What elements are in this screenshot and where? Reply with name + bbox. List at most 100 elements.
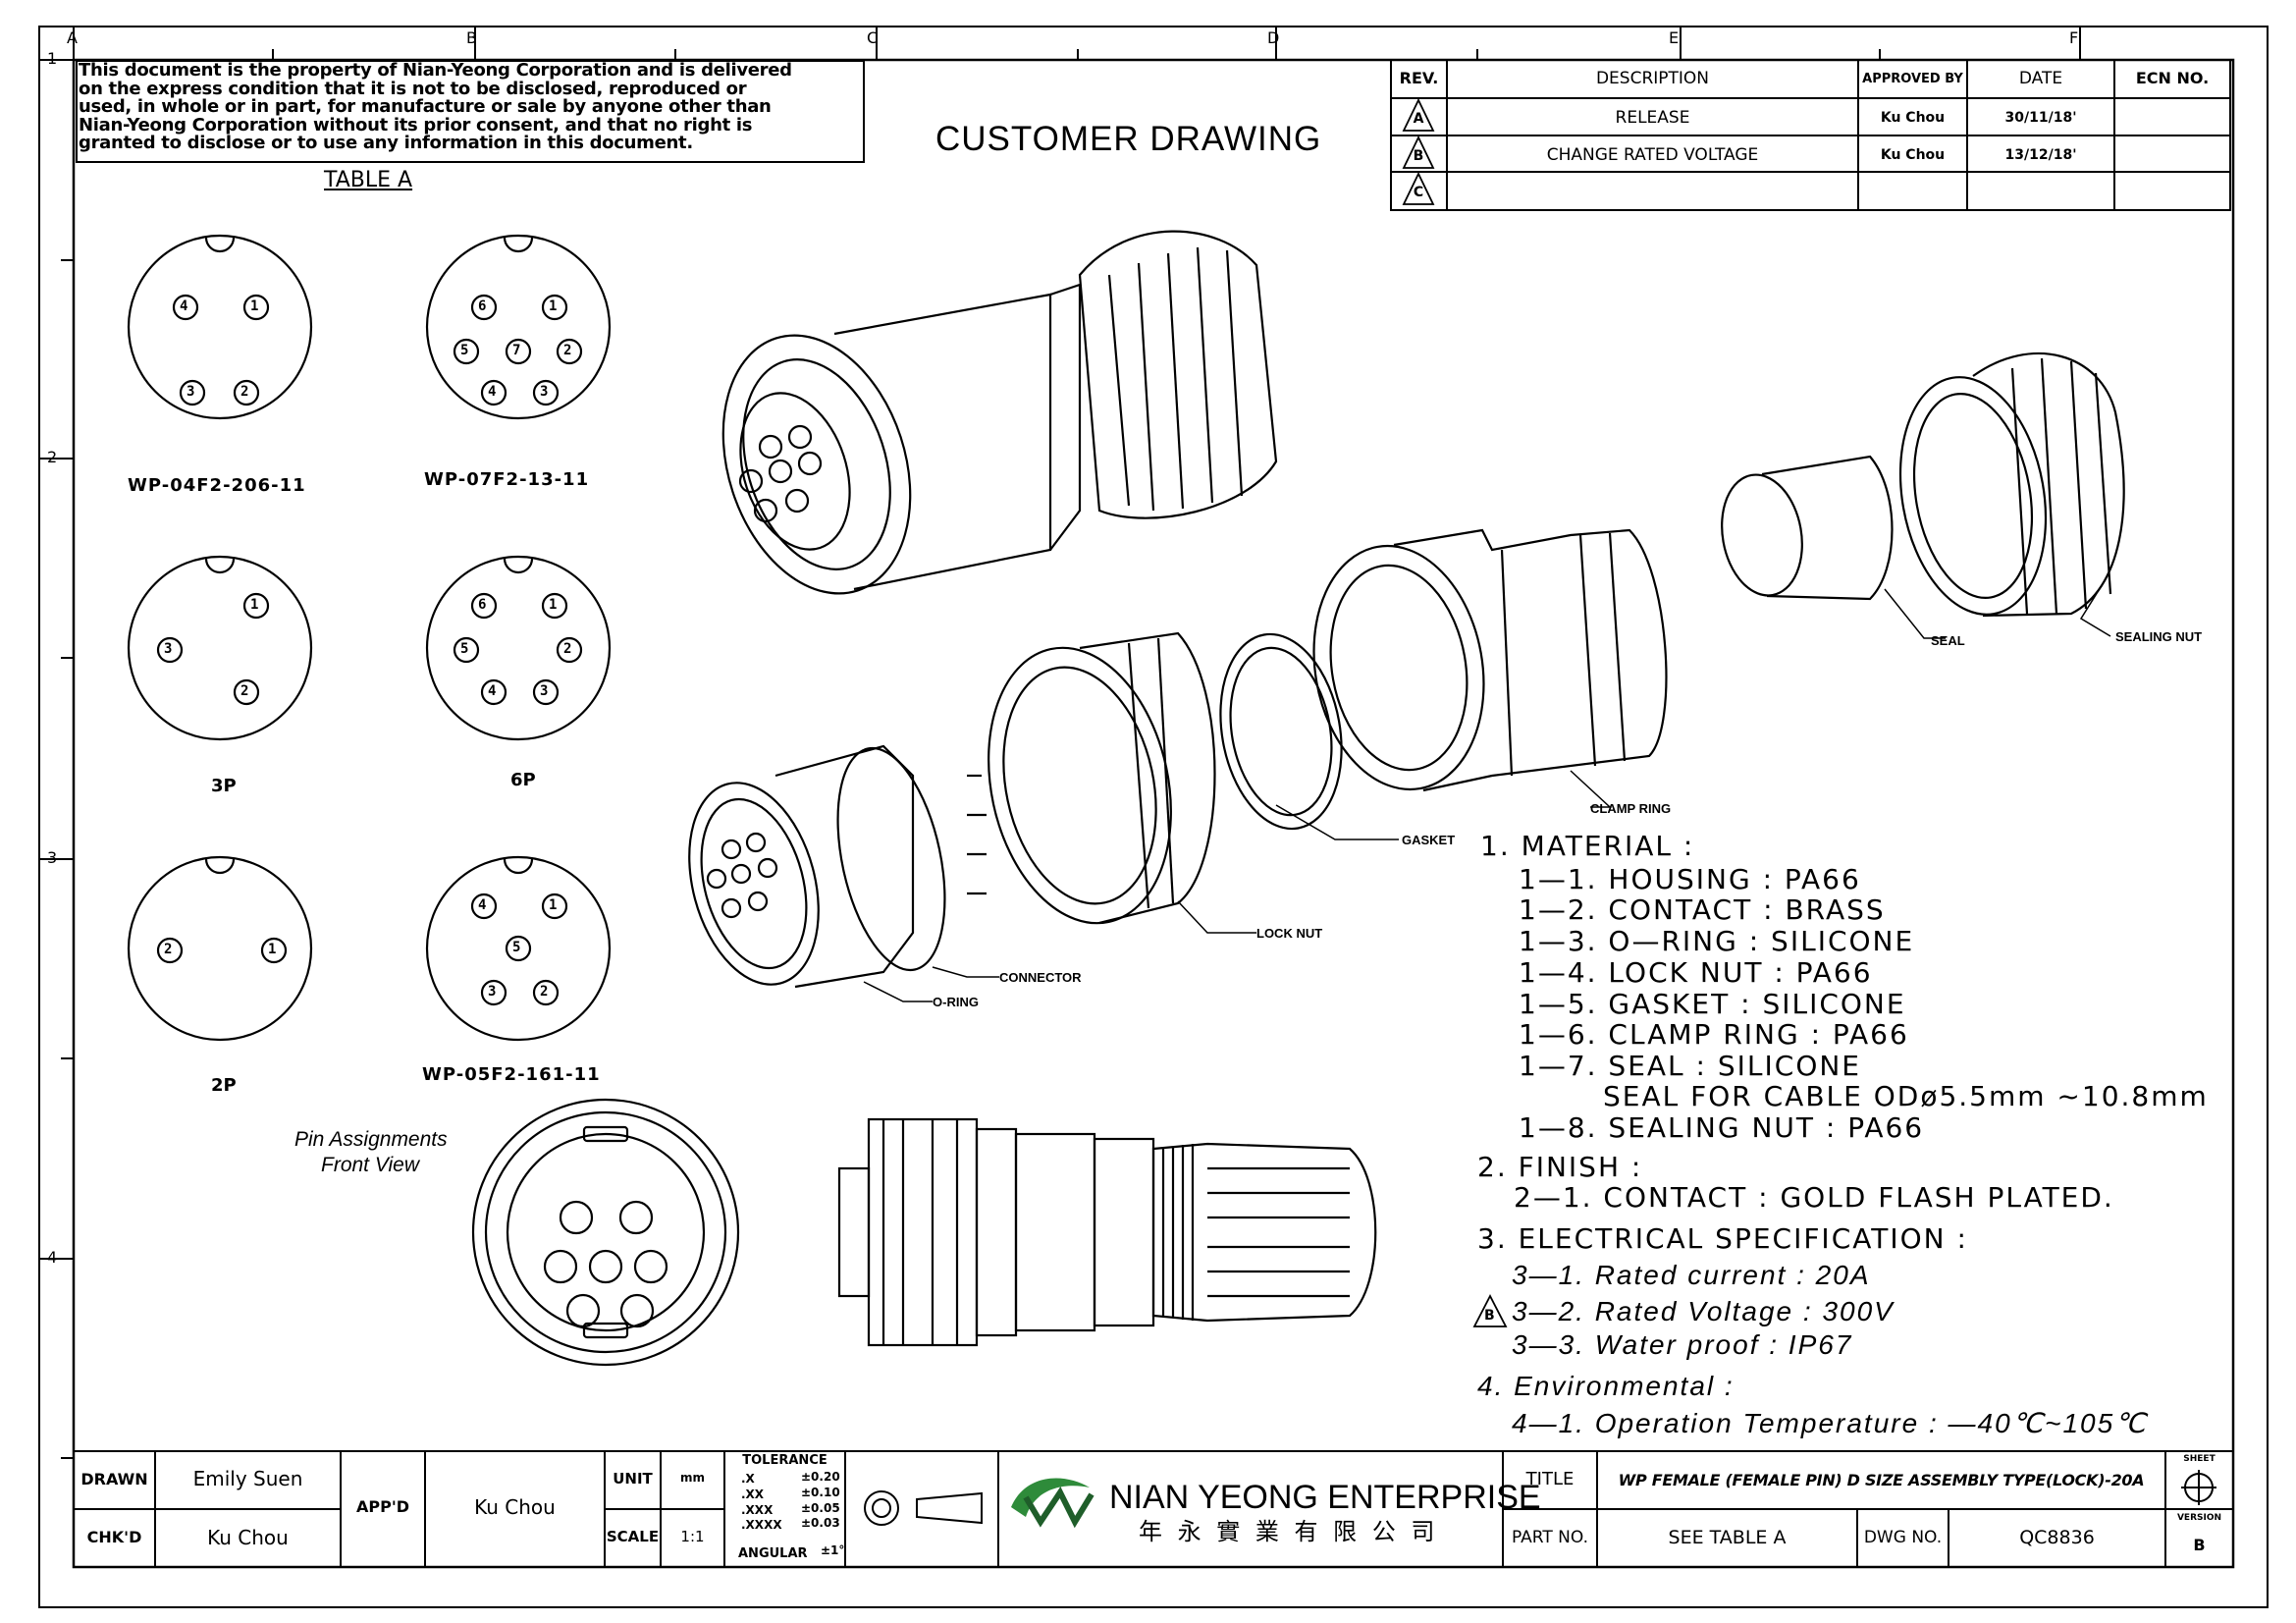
chkd-label: CHK'D — [86, 1528, 142, 1546]
rev-row-approved: Ku Chou — [1880, 147, 1946, 163]
label-sealing-nut: SEALING NUT — [2115, 629, 2203, 644]
pin-diagram-label: 6P — [510, 770, 536, 790]
pin-diagram-3p — [127, 555, 313, 741]
version-label: VERSION — [2176, 1513, 2222, 1523]
title-block-grid — [73, 1450, 2234, 1568]
dwg-number: QC8836 — [2019, 1527, 2095, 1548]
scale-value: 1:1 — [680, 1528, 705, 1545]
part-label: PART NO. — [1512, 1528, 1588, 1547]
spec-line: SEAL FOR CABLE ODø5.5mm ~10.8mm — [1603, 1080, 2209, 1112]
rev-header-date: DATE — [2018, 69, 2063, 88]
sealing-nut-drawing — [1898, 352, 2125, 618]
pin-number: 5 — [460, 641, 469, 657]
page-title: CUSTOMER DRAWING — [935, 120, 1322, 158]
pin-number: 1 — [250, 298, 259, 314]
grid-col-e: E — [1669, 28, 1680, 47]
clamp-ring-drawing — [1312, 528, 1668, 792]
spec-line: 3—1. Rated current : 20A — [1512, 1260, 1871, 1290]
unit-value: mm — [679, 1471, 705, 1485]
part-number: SEE TABLE A — [1668, 1527, 1787, 1548]
pin-number: 4 — [478, 897, 487, 913]
revision-table-grid — [1390, 59, 2231, 211]
spec-line: 4. Environmental : — [1477, 1371, 1735, 1401]
tolerance-title: TOLERANCE — [742, 1453, 828, 1468]
grid-row-4: 4 — [47, 1248, 58, 1267]
notice-box — [76, 60, 865, 163]
label-o-ring: O-RING — [933, 995, 979, 1009]
front-view-caption: Pin Assignments — [294, 1128, 448, 1151]
rev-header-rev: REV. — [1399, 69, 1439, 87]
front-view-caption: Front View — [321, 1154, 419, 1176]
spec-line: 3—3. Water proof : IP67 — [1512, 1329, 1853, 1360]
grid-row-1: 1 — [47, 49, 58, 68]
spec-rev-marker: B — [1484, 1308, 1495, 1324]
pin-diagram-wp-05f2-161-11 — [425, 855, 612, 1042]
pin-number: 6 — [478, 597, 487, 613]
lock-nut-drawing — [988, 631, 1216, 925]
leader-lines — [863, 578, 2111, 1002]
spec-line: 3—2. Rated Voltage : 300V — [1512, 1296, 1895, 1326]
pin-number: 2 — [240, 683, 249, 699]
grid-col-d: D — [1267, 28, 1280, 47]
scale-label: SCALE — [606, 1528, 660, 1545]
pin-diagram-6p — [425, 555, 612, 741]
spec-line: 2—1. CONTACT : GOLD FLASH PLATED. — [1514, 1181, 2114, 1214]
tolerance-value: ±0.20 — [801, 1470, 840, 1484]
pin-number: 2 — [240, 384, 249, 400]
projection-symbol — [864, 1490, 983, 1526]
dwg-label: DWG NO. — [1863, 1528, 1943, 1547]
grid-col-b: B — [466, 28, 477, 47]
tolerance-value: ±0.10 — [801, 1486, 840, 1499]
sheet-label: SHEET — [2183, 1454, 2216, 1464]
grid-row-2: 2 — [47, 448, 58, 466]
version-value: B — [2193, 1536, 2206, 1554]
spec-rev-triangle — [1472, 1294, 1508, 1327]
grid-row-3: 3 — [47, 848, 58, 867]
pin-number: 5 — [512, 940, 521, 955]
pin-diagram-2p — [127, 855, 313, 1042]
tolerance-key: .X — [741, 1472, 755, 1486]
sheet-symbol — [2181, 1470, 2216, 1505]
company-name-en: NIAN YEONG ENTERPRISE — [1109, 1479, 1541, 1516]
appd-label: APP'D — [355, 1497, 409, 1516]
title-label: TITLE — [1525, 1469, 1575, 1489]
pin-number: 1 — [549, 298, 558, 314]
rev-row-approved: Ku Chou — [1880, 110, 1946, 126]
side-view-drawing — [837, 1117, 1377, 1347]
rev-row-date: 13/12/18' — [2004, 147, 2077, 163]
pin-diagram-label: WP-05F2-161-11 — [422, 1064, 601, 1085]
pin-number: 1 — [549, 597, 558, 613]
company-name-zh: 年 永 實 業 有 限 公 司 — [1139, 1518, 1439, 1545]
grid-ticks — [39, 27, 2081, 1459]
chkd-name: Ku Chou — [207, 1526, 289, 1549]
revision-triangles — [1402, 97, 1435, 205]
notice-line: used, in whole or in part, for manufactu… — [79, 96, 772, 117]
pin-number: 3 — [187, 384, 195, 400]
drawing-title: WP FEMALE (FEMALE PIN) D SIZE ASSEMBLY T… — [1618, 1471, 2145, 1489]
pin-number: 2 — [563, 641, 572, 657]
spec-line: 1—4. LOCK NUT : PA66 — [1519, 956, 1873, 989]
pin-number: 4 — [488, 683, 497, 699]
rev-header-approved: APPROVED BY — [1862, 72, 1963, 86]
rev-header-ecn: ECN NO. — [2135, 69, 2210, 87]
spec-line: 1—1. HOUSING : PA66 — [1519, 863, 1861, 895]
rev-header-description: DESCRIPTION — [1595, 69, 1710, 88]
pin-number: 2 — [563, 343, 572, 358]
pin-number: 7 — [512, 343, 521, 358]
notice-line: Nian-Yeong Corporation without its prior… — [79, 114, 753, 135]
pin-number: 4 — [180, 298, 188, 314]
rev-row-rev: B — [1413, 148, 1424, 164]
rev-row-description: RELEASE — [1615, 108, 1690, 128]
pin-number: 3 — [164, 641, 173, 657]
pin-diagram-wp-07f2-13-11 — [425, 234, 612, 420]
assembled-connector-drawing — [721, 230, 1278, 595]
pin-number: 3 — [488, 984, 497, 1000]
spec-line: 1—2. CONTACT : BRASS — [1519, 893, 1886, 926]
notice-line: granted to disclose or to use any inform… — [79, 133, 693, 153]
pin-number: 1 — [549, 897, 558, 913]
pin-diagram-label: 3P — [211, 776, 237, 796]
rev-row-description: CHANGE RATED VOLTAGE — [1546, 145, 1759, 165]
label-clamp-ring: CLAMP RING — [1590, 801, 1672, 816]
confidentiality-notice: This document is the property of Nian-Ye… — [79, 61, 883, 153]
